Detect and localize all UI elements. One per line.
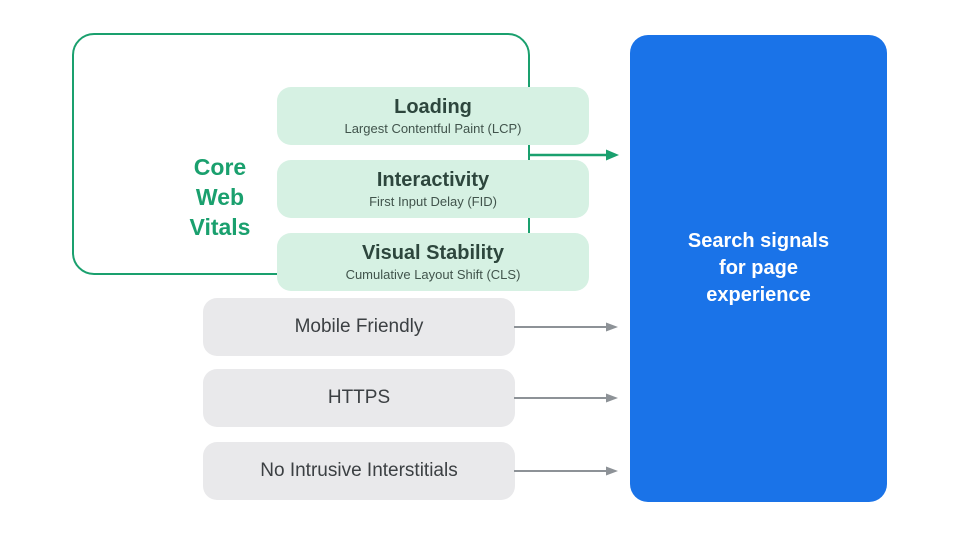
- signal-label-no-intrusive-interstitials: No Intrusive Interstitials: [260, 460, 458, 481]
- vital-pill-visual-stability: Visual Stability Cumulative Layout Shift…: [277, 233, 589, 291]
- search-signals-label: Search signals for page experience: [687, 230, 830, 306]
- vital-pill-interactivity: Interactivity First Input Delay (FID): [277, 160, 589, 218]
- signal-pill-https: HTTPS: [203, 369, 515, 427]
- arrow-https-to-target-icon: [514, 393, 618, 403]
- core-web-vitals-group-box: Core Web Vitals Loading Largest Contentf…: [72, 33, 589, 291]
- signal-label-https: HTTPS: [327, 387, 391, 408]
- vital-pill-loading: Loading Largest Contentful Paint (LCP): [277, 87, 589, 145]
- vital-subtitle-lcp: Largest Contentful Paint (LCP): [344, 121, 522, 136]
- vital-title-visual-stability: Visual Stability: [362, 242, 504, 264]
- signal-pill-no-intrusive-interstitials: No Intrusive Interstitials: [203, 442, 515, 500]
- vital-subtitle-fid: First Input Delay (FID): [369, 194, 497, 209]
- signal-label-mobile-friendly: Mobile Friendly: [294, 316, 424, 337]
- signal-pill-mobile-friendly: Mobile Friendly: [203, 298, 515, 356]
- vital-title-loading: Loading: [394, 96, 472, 118]
- vital-subtitle-cls: Cumulative Layout Shift (CLS): [345, 267, 521, 282]
- arrow-core-web-vitals-to-target-icon: [530, 149, 619, 161]
- vital-title-interactivity: Interactivity: [376, 169, 490, 191]
- arrow-mobile-friendly-to-target-icon: [514, 322, 618, 332]
- core-web-vitals-label: Core Web Vitals: [189, 154, 251, 240]
- arrow-no-intrusive-interstitials-to-target-icon: [514, 466, 618, 476]
- search-signals-target-box: Search signals for page experience: [630, 35, 887, 502]
